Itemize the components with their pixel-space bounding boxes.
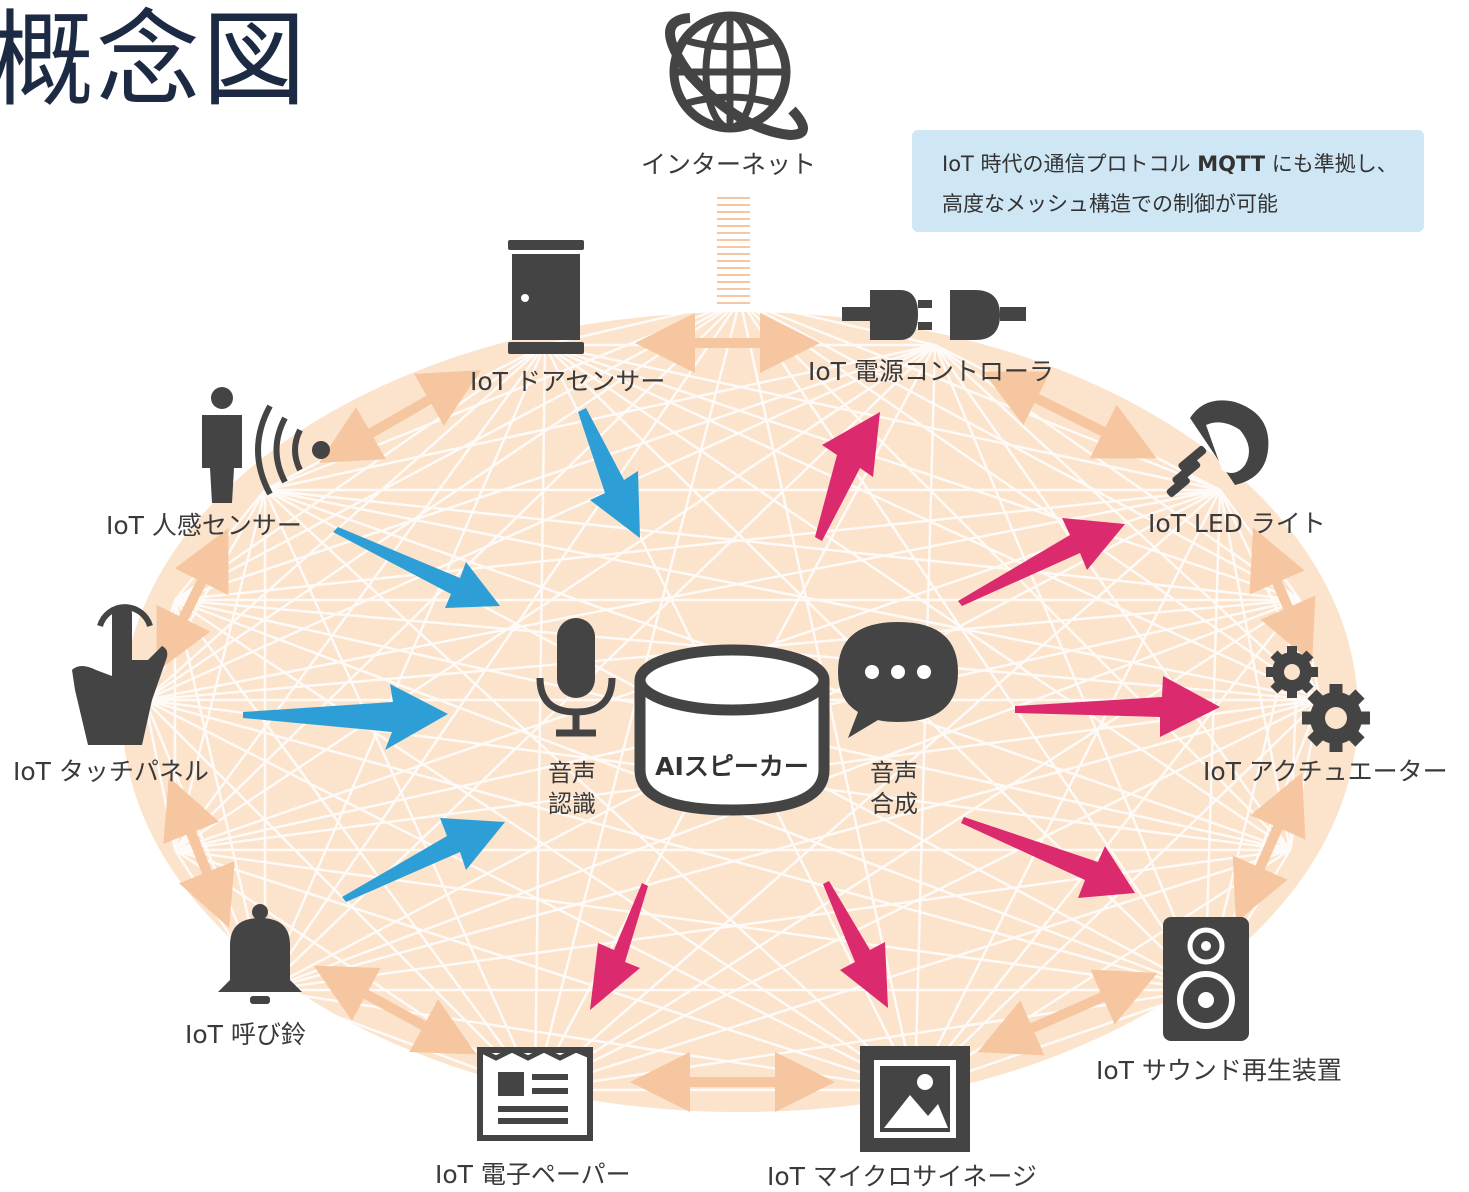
e-paper-icon <box>477 1047 593 1141</box>
speech-synthesis-line-2: 合成 <box>870 790 918 818</box>
input-arrows <box>243 408 640 902</box>
mesh-line <box>144 698 916 1092</box>
label-internet: インターネット <box>641 150 817 179</box>
label-power-controller: IoT 電源コントローラ <box>808 357 1054 386</box>
mesh-line <box>739 298 1321 702</box>
link-bell-epaper <box>313 965 477 1055</box>
link-touch-bell <box>163 777 235 928</box>
mesh-line <box>933 344 1207 991</box>
mesh-line <box>173 344 547 851</box>
callout-text-suffix: にも準拠し、 <box>1265 152 1398 176</box>
signage-frame-icon <box>860 1046 970 1152</box>
mesh-line <box>144 343 936 702</box>
label-e-paper: IoT 電子ペーパー <box>435 1160 631 1189</box>
label-touch-panel: IoT タッチパネル <box>13 757 209 786</box>
mesh-line <box>264 488 1321 702</box>
label-actuator: IoT アクチュエーター <box>1203 757 1448 786</box>
mesh-line <box>263 344 547 991</box>
door-sensor-icon <box>508 240 584 354</box>
internet-uplink <box>717 197 750 304</box>
link-led-actuator <box>1249 527 1316 663</box>
arrow-speaker-to-power <box>815 412 880 541</box>
link-actuator-sound <box>1232 772 1306 923</box>
mesh-line <box>174 848 916 1092</box>
gears-icon <box>1266 646 1370 752</box>
arrow-door-to-speaker <box>578 408 640 538</box>
signal-waves-icon <box>255 404 303 496</box>
speech-synthesis-line-1: 音声 <box>870 759 918 787</box>
arrow-touch-to-speaker <box>243 684 448 750</box>
mesh-line <box>264 698 1321 992</box>
arrow-speaker-to-epaper <box>590 883 648 1010</box>
globe-icon <box>665 11 808 141</box>
mesh-line <box>263 299 742 991</box>
link-power-led <box>983 371 1157 459</box>
mesh-line <box>174 343 936 852</box>
callout-mqtt: MQTT <box>1197 152 1266 176</box>
mesh-line <box>544 343 1301 602</box>
arrow-speaker-to-sound <box>961 817 1135 898</box>
bell-icon <box>218 904 302 1004</box>
mqtt-callout: IoT 時代の通信プロトコル MQTT にも準拠し、 高度なメッシュ構造での制御… <box>912 130 1424 232</box>
link-motion-touch <box>156 528 229 672</box>
neighbour-links <box>156 313 1316 1112</box>
callout-line-2: 高度なメッシュ構造での制御が可能 <box>942 192 1278 216</box>
link-motion-door <box>318 370 482 463</box>
mesh-line <box>174 488 1221 602</box>
link-sound-signage <box>977 969 1158 1056</box>
arrow-bell-to-speaker <box>342 818 505 902</box>
callout-text-prefix: IoT 時代の通信プロトコル <box>942 152 1198 176</box>
arrow-speaker-to-actuator <box>1015 676 1220 737</box>
speech-bubble-icon <box>838 622 958 738</box>
person-sensor-icon <box>202 387 242 503</box>
label-speech-recognition: 音声 認識 <box>542 758 602 820</box>
mesh-line <box>174 343 546 602</box>
ai-speaker-icon: AIスピーカー <box>634 644 830 816</box>
label-sound-player: IoT サウンド再生装置 <box>1096 1056 1342 1085</box>
label-speech-synthesis: 音声 合成 <box>864 758 924 820</box>
label-signage: IoT マイクロサイネージ <box>767 1162 1037 1191</box>
mesh-line <box>1203 489 1222 991</box>
mesh-line <box>174 848 1206 992</box>
mesh-line <box>174 598 916 1092</box>
signal-dot <box>312 441 330 459</box>
mesh-line <box>534 848 1291 1092</box>
mesh-line <box>174 343 936 602</box>
arrow-speaker-to-signage <box>823 881 888 1008</box>
callout-line-1: IoT 時代の通信プロトコル MQTT にも準拠し、 <box>942 144 1424 184</box>
mesh-line <box>534 698 1321 1092</box>
label-bell: IoT 呼び鈴 <box>185 1020 306 1049</box>
speech-recognition-line-2: 認識 <box>548 790 596 818</box>
touch-hand-icon <box>72 604 168 745</box>
led-bulb-icon <box>1166 400 1269 497</box>
speech-recognition-line-1: 音声 <box>548 759 596 787</box>
output-arrows <box>590 412 1220 1010</box>
label-door-sensor: IoT ドアセンサー <box>470 367 666 396</box>
arrow-speaker-to-led <box>958 518 1125 606</box>
ai-speaker-label: AIスピーカー <box>655 752 809 781</box>
mesh-line <box>144 488 1221 702</box>
speaker-device-icon <box>1163 917 1249 1041</box>
label-led-light: IoT LED ライト <box>1148 509 1326 538</box>
microphone-icon <box>536 618 616 737</box>
mesh-line <box>738 299 1207 991</box>
mesh-line <box>264 488 1301 602</box>
power-plug-icon <box>842 290 1026 340</box>
mesh-line <box>264 343 936 492</box>
mesh-line <box>544 343 1291 852</box>
arrow-motion-to-speaker <box>333 527 500 608</box>
page-title: 概念図 <box>0 0 309 121</box>
mesh-line <box>174 299 741 851</box>
mesh-line <box>533 344 547 1091</box>
label-motion-sensor: IoT 人感センサー <box>106 511 302 540</box>
mesh-line <box>144 698 1206 992</box>
